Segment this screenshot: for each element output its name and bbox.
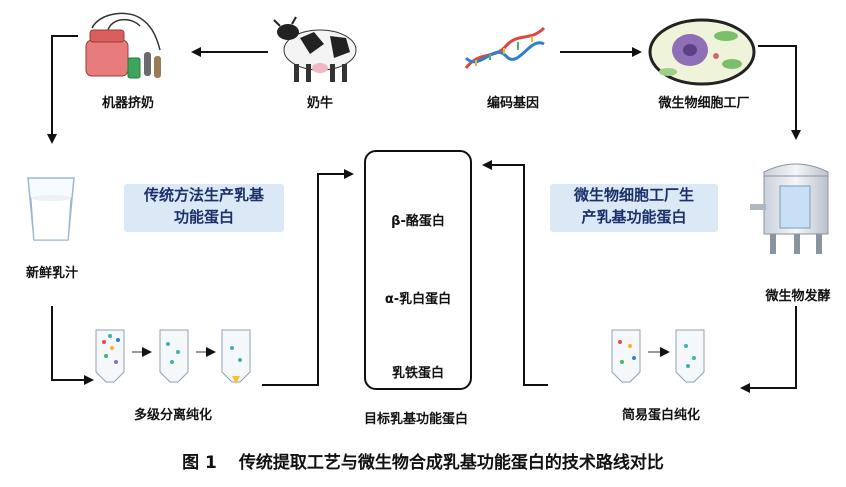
simple-purification-label: 简易蛋白纯化	[621, 408, 700, 423]
encoding-gene-label: 编码基因	[486, 96, 539, 111]
microbial-callout-line2: 产乳基功能蛋白	[581, 208, 687, 226]
fresh-milk-label: 新鲜乳汁	[25, 266, 78, 281]
dairy-cow-label: 奶牛	[306, 96, 333, 111]
target-proteins-box: β-酪蛋白 α-乳白蛋白 乳铁蛋白	[364, 150, 472, 390]
arrow-factory-to-fermentation	[758, 45, 801, 140]
simple-columns-illustration	[611, 329, 705, 383]
microbial-factory-label: 微生物细胞工厂	[658, 96, 750, 111]
machine-milking-label: 机器挤奶	[101, 96, 154, 111]
beta-casein-label: β-酪蛋白	[391, 214, 445, 229]
microbial-method-callout: 微生物细胞工厂生 产乳基功能蛋白	[550, 184, 718, 232]
figure-caption: 图 1 传统提取工艺与微生物合成乳基功能蛋白的技术路线对比	[0, 448, 846, 473]
traditional-callout-line2: 功能蛋白	[173, 208, 234, 226]
figure-number: 图 1	[182, 453, 217, 473]
fermentation-tank-illustration	[750, 163, 829, 254]
arrow-purification-to-center	[262, 169, 354, 386]
microbial-fermentation-label: 微生物发酵	[765, 289, 831, 304]
milking-machine-illustration	[85, 12, 161, 79]
traditional-callout-line1: 传统方法生产乳基	[143, 186, 264, 204]
arrow-milking-to-milk	[47, 35, 78, 144]
multi-stage-purification-label: 多级分离纯化	[133, 408, 212, 423]
microbial-callout-line1: 微生物细胞工厂生	[573, 186, 694, 204]
milk-glass-illustration	[27, 177, 75, 241]
dna-illustration	[464, 26, 546, 69]
alpha-lactalbumin-label: α-乳白蛋白	[384, 292, 452, 307]
arrow-fermentation-to-simple	[740, 306, 797, 393]
figure-caption-text: 传统提取工艺与微生物合成乳基功能蛋白的技术路线对比	[238, 453, 664, 473]
lactoferrin-label: 乳铁蛋白	[391, 366, 444, 381]
cell-illustration	[648, 18, 756, 86]
cow-illustration	[273, 16, 357, 82]
multi-stage-columns-illustration	[95, 329, 251, 384]
arrow-milk-to-purification	[51, 306, 94, 385]
arrow-simple-to-center	[482, 160, 548, 386]
traditional-method-callout: 传统方法生产乳基 功能蛋白	[124, 184, 284, 232]
target-proteins-label: 目标乳基功能蛋白	[363, 412, 468, 427]
